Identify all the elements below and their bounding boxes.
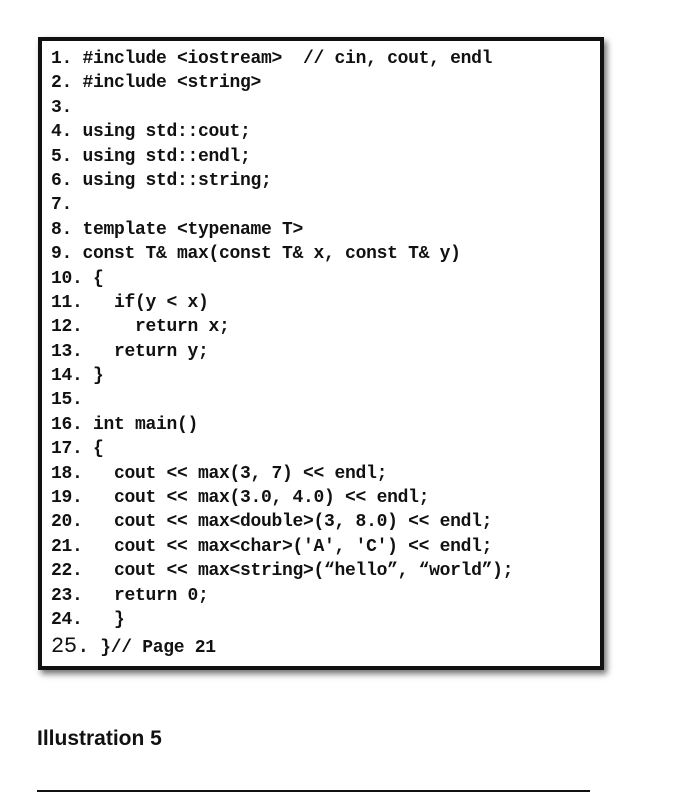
code-line-25: 25. }// Page 21: [51, 634, 594, 660]
code-line-24: 24. }: [51, 608, 594, 632]
line-number: 8.: [51, 219, 73, 240]
code-text: int main(): [82, 414, 199, 435]
line-number: 21.: [51, 536, 83, 557]
code-text: return 0;: [82, 585, 209, 606]
code-text: #include <string>: [72, 73, 262, 94]
line-number: 13.: [51, 341, 83, 362]
code-text: }: [82, 609, 125, 630]
line-number: 5.: [51, 146, 73, 167]
code-listing: 1. #include <iostream> // cin, cout, end…: [51, 47, 594, 660]
line-number: 12.: [51, 317, 83, 338]
code-listing-frame: 1. #include <iostream> // cin, cout, end…: [38, 37, 604, 670]
code-line-2: 2. #include <string>: [51, 71, 594, 95]
code-line-17: 17. {: [51, 437, 594, 461]
line-number: 15.: [51, 390, 83, 411]
code-text: using std::cout;: [72, 122, 251, 143]
code-line-5: 5. using std::endl;: [51, 145, 594, 169]
code-line-20: 20. cout << max<double>(3, 8.0) << endl;: [51, 510, 594, 534]
code-line-16: 16. int main(): [51, 413, 594, 437]
code-line-22: 22. cout << max<string>(“hello”, “world”…: [51, 559, 594, 583]
code-line-9: 9. const T& max(const T& x, const T& y): [51, 242, 594, 266]
line-number: 16.: [51, 414, 83, 435]
line-number: 17.: [51, 439, 83, 460]
code-line-10: 10. {: [51, 267, 594, 291]
code-line-14: 14. }: [51, 364, 594, 388]
line-number: 6.: [51, 170, 73, 191]
code-text: using std::string;: [72, 170, 272, 191]
code-line-21: 21. cout << max<char>('A', 'C') << endl;: [51, 535, 594, 559]
code-line-11: 11. if(y < x): [51, 291, 594, 315]
line-number: 24.: [51, 609, 83, 630]
illustration-caption: Illustration 5: [37, 727, 162, 750]
code-line-1: 1. #include <iostream> // cin, cout, end…: [51, 47, 594, 71]
code-text: cout << max(3.0, 4.0) << endl;: [82, 488, 430, 509]
code-text: cout << max<char>('A', 'C') << endl;: [82, 536, 493, 557]
horizontal-divider: [37, 790, 590, 792]
code-text: return y;: [82, 341, 209, 362]
code-text: cout << max(3, 7) << endl;: [82, 463, 388, 484]
line-number: 18.: [51, 463, 83, 484]
code-text: const T& max(const T& x, const T& y): [72, 244, 461, 265]
code-line-12: 12. return x;: [51, 315, 594, 339]
code-text: {: [82, 268, 104, 289]
line-number: 22.: [51, 561, 83, 582]
line-number: 3.: [51, 97, 73, 118]
code-line-23: 23. return 0;: [51, 584, 594, 608]
code-line-19: 19. cout << max(3.0, 4.0) << endl;: [51, 486, 594, 510]
code-text: cout << max<string>(“hello”, “world”);: [82, 561, 514, 582]
line-number: 4.: [51, 122, 73, 143]
code-line-7: 7.: [51, 193, 594, 217]
code-text: if(y < x): [82, 292, 209, 313]
line-number: 23.: [51, 585, 83, 606]
line-number: 11.: [51, 292, 83, 313]
code-text: {: [82, 439, 104, 460]
line-number: 10.: [51, 268, 83, 289]
code-text: #include <iostream> // cin, cout, endl: [72, 49, 493, 69]
code-line-6: 6. using std::string;: [51, 169, 594, 193]
code-line-4: 4. using std::cout;: [51, 120, 594, 144]
line-number: 19.: [51, 488, 83, 509]
line-number: 1.: [51, 49, 73, 69]
line-number: 2.: [51, 73, 73, 94]
code-line-13: 13. return y;: [51, 340, 594, 364]
code-text: }// Page 21: [89, 638, 216, 659]
code-text: template <typename T>: [72, 219, 304, 240]
line-number: 25.: [51, 634, 90, 660]
code-line-15: 15.: [51, 388, 594, 412]
code-line-3: 3.: [51, 96, 594, 120]
line-number: 9.: [51, 244, 73, 265]
code-text: using std::endl;: [72, 146, 251, 167]
line-number: 14.: [51, 366, 83, 387]
code-text: return x;: [82, 317, 230, 338]
code-line-18: 18. cout << max(3, 7) << endl;: [51, 462, 594, 486]
code-line-8: 8. template <typename T>: [51, 218, 594, 242]
line-number: 7.: [51, 195, 73, 216]
code-text: cout << max<double>(3, 8.0) << endl;: [82, 512, 493, 533]
line-number: 20.: [51, 512, 83, 533]
code-text: }: [82, 366, 104, 387]
